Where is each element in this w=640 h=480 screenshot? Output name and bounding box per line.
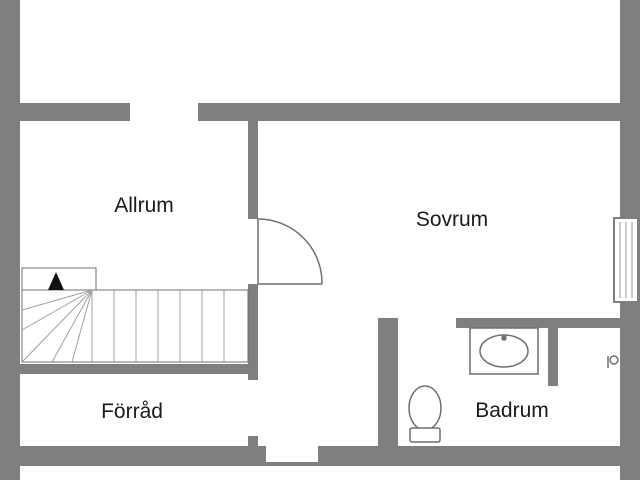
- wall-bathroom-left: [378, 318, 398, 450]
- outer-bottom-line: [20, 462, 620, 466]
- faucet-icon: [607, 355, 619, 368]
- window-icon: [613, 217, 639, 303]
- wall-top-right: [198, 103, 620, 121]
- room-label-badrum: Badrum: [475, 399, 549, 422]
- outer-wall-left: [0, 0, 20, 480]
- wall-bottom-left: [20, 446, 266, 464]
- wall-stub-left: [248, 436, 258, 448]
- wall-allrum-sovrum-upper: [248, 121, 258, 219]
- door-swing-icon: [257, 218, 323, 285]
- room-label-forrad: Förråd: [101, 400, 163, 423]
- toilet-icon: [408, 385, 442, 443]
- floor-edge-bottom: [20, 464, 620, 480]
- wall-allrum-sovrum-lower: [248, 284, 258, 380]
- room-label-allrum: Allrum: [114, 194, 174, 217]
- staircase: [21, 267, 249, 363]
- wall-top-left: [20, 103, 130, 121]
- wall-stairs-bottom: [20, 364, 258, 374]
- room-label-sovrum: Sovrum: [415, 208, 489, 231]
- wall-bathroom-top: [456, 318, 620, 328]
- up-arrow-icon: [48, 272, 64, 290]
- wall-bottom-right: [318, 446, 620, 464]
- wall-bathroom-divider: [548, 326, 558, 386]
- sink-icon: [469, 327, 539, 375]
